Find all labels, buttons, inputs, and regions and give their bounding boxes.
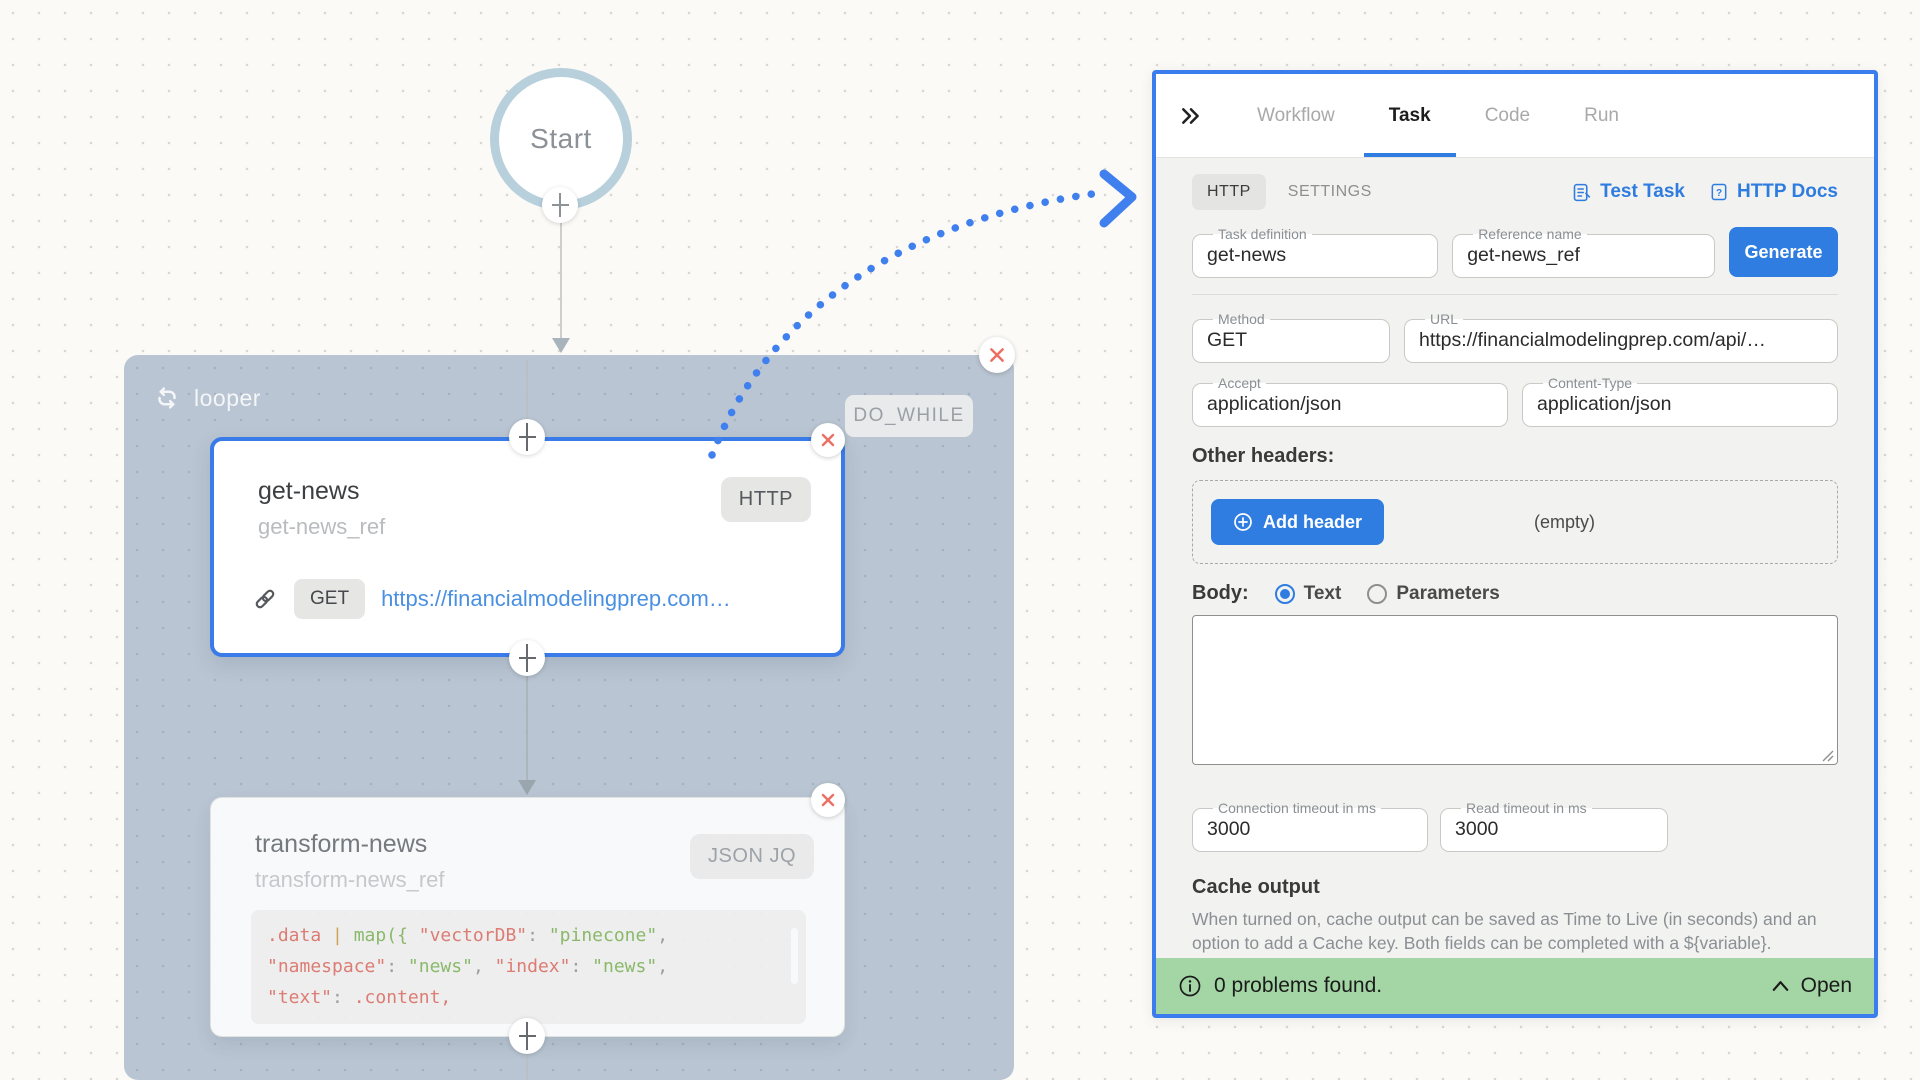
get-news-type-badge: HTTP — [720, 477, 811, 522]
start-node-label: Start — [530, 123, 592, 154]
add-task-button-above-get-news[interactable] — [509, 419, 545, 455]
add-header-button[interactable]: Add header — [1211, 499, 1385, 545]
info-icon — [1179, 975, 1201, 997]
task-config-panel: Workflow Task Code Run HTTP SETTINGS — [1152, 70, 1878, 1018]
http-docs-button[interactable]: ? HTTP Docs — [1709, 181, 1838, 203]
looper-label: looper — [194, 384, 261, 411]
collapse-panel-icon[interactable] — [1180, 105, 1202, 127]
task-definition-field[interactable]: Task definition get-news — [1192, 226, 1439, 278]
remove-looper-button[interactable] — [979, 337, 1015, 373]
add-task-button-below-get-news[interactable] — [509, 640, 545, 676]
looper-header: looper — [152, 383, 261, 413]
svg-text:?: ? — [1716, 188, 1722, 199]
connection-timeout-field[interactable]: Connection timeout in ms 3000 — [1192, 800, 1428, 852]
subtab-http[interactable]: HTTP — [1192, 174, 1266, 210]
remove-get-news-button[interactable] — [811, 423, 845, 457]
code-scrollbar[interactable] — [791, 928, 798, 984]
task-definition-value[interactable]: get-news — [1207, 244, 1287, 266]
body-textarea[interactable] — [1192, 615, 1838, 765]
problems-status-bar: 0 problems found. Open — [1156, 958, 1874, 1014]
body-label: Body: — [1192, 582, 1249, 604]
method-value[interactable]: GET — [1207, 329, 1248, 351]
panel-body: HTTP SETTINGS Test Task — [1156, 158, 1874, 958]
connection-timeout-value[interactable]: 3000 — [1207, 818, 1251, 840]
url-value[interactable]: https://financialmodelingprep.com/api/… — [1419, 329, 1766, 351]
url-field[interactable]: URL https://financialmodelingprep.com/ap… — [1404, 311, 1838, 363]
reference-name-field[interactable]: Reference name get-news_ref — [1452, 226, 1715, 278]
chevron-up-icon — [1772, 981, 1788, 991]
add-task-button-below-transform-news[interactable] — [509, 1018, 545, 1054]
close-icon — [821, 793, 835, 807]
transform-news-ref: transform-news_ref — [255, 867, 445, 892]
loop-icon — [158, 387, 176, 409]
radio-icon — [1367, 583, 1388, 604]
do-while-badge: DO_WHILE — [845, 395, 973, 437]
remove-transform-news-button[interactable] — [811, 783, 845, 817]
divider — [1192, 294, 1838, 295]
test-task-icon — [1573, 183, 1591, 201]
problems-message: 0 problems found. — [1214, 974, 1383, 997]
content-type-field[interactable]: Content-Type application/json — [1522, 375, 1838, 427]
tab-run[interactable]: Run — [1584, 104, 1619, 126]
read-timeout-field[interactable]: Read timeout in ms 3000 — [1440, 800, 1668, 852]
method-field[interactable]: Method GET — [1192, 311, 1390, 363]
radio-icon — [1274, 583, 1295, 604]
add-task-button-after-start[interactable] — [542, 187, 578, 223]
accept-field[interactable]: Accept application/json — [1192, 375, 1508, 427]
cache-output-description: When turned on, cache output can be save… — [1192, 909, 1817, 953]
transform-news-type-badge: JSON JQ — [690, 834, 814, 879]
docs-icon: ? — [1711, 183, 1727, 201]
tab-workflow[interactable]: Workflow — [1257, 104, 1335, 126]
panel-tab-bar: Workflow Task Code Run — [1156, 74, 1874, 158]
other-headers-label: Other headers: — [1192, 445, 1335, 467]
body-parameters-radio[interactable]: Parameters — [1367, 583, 1500, 605]
content-type-value[interactable]: application/json — [1537, 393, 1672, 415]
headers-dropzone: Add header (empty) — [1192, 480, 1838, 564]
link-icon — [255, 589, 275, 609]
subtab-settings[interactable]: SETTINGS — [1287, 183, 1372, 200]
get-news-title: get-news — [258, 477, 360, 505]
get-method-chip: GET — [294, 579, 366, 619]
read-timeout-value[interactable]: 3000 — [1455, 818, 1499, 840]
tab-code[interactable]: Code — [1484, 104, 1531, 126]
accept-value[interactable]: application/json — [1207, 393, 1342, 415]
get-news-node[interactable]: get-news get-news_ref HTTP GET https://f… — [210, 437, 845, 657]
transform-news-title: transform-news — [255, 830, 428, 858]
reference-name-value[interactable]: get-news_ref — [1467, 244, 1580, 266]
get-news-url[interactable]: https://financialmodelingprep.com… — [381, 586, 731, 611]
generate-button[interactable]: Generate — [1728, 227, 1838, 277]
headers-empty-label: (empty) — [1534, 511, 1596, 532]
close-icon — [821, 433, 835, 447]
resize-grip-icon[interactable] — [1821, 749, 1834, 762]
plus-circle-icon — [1234, 513, 1252, 531]
test-task-button[interactable]: Test Task — [1571, 181, 1685, 203]
transform-news-node[interactable]: transform-news transform-news_ref JSON J… — [210, 797, 845, 1037]
get-news-ref: get-news_ref — [258, 514, 386, 539]
body-text-radio[interactable]: Text — [1274, 583, 1341, 605]
cache-output-title: Cache output — [1192, 876, 1320, 898]
tab-task[interactable]: Task — [1362, 74, 1458, 157]
jq-code-block: .data | map({ "vectorDB": "pinecone","na… — [251, 910, 806, 1024]
close-icon — [990, 348, 1004, 362]
open-problems-button[interactable]: Open — [1770, 974, 1852, 998]
